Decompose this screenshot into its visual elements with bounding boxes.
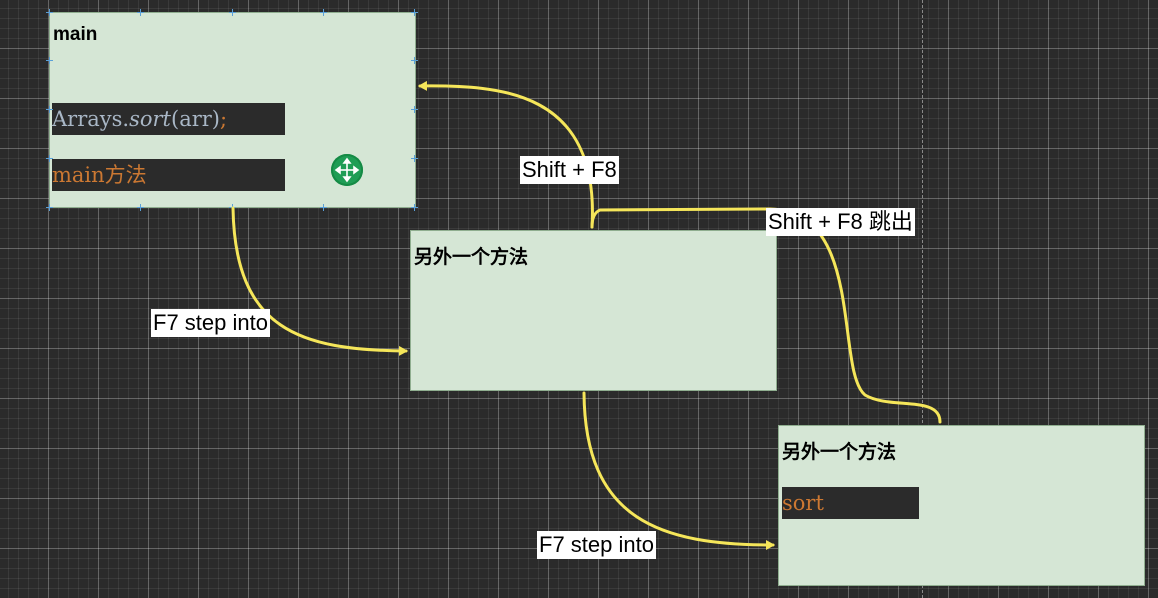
selection-handle[interactable] — [411, 57, 418, 64]
main-method-highlight: main方法 — [52, 159, 285, 191]
arrow-shift-f8-out — [590, 207, 942, 424]
selection-handle[interactable] — [46, 9, 53, 16]
code-class: Arrays. — [52, 107, 130, 131]
selection-handle[interactable] — [411, 204, 418, 211]
vertical-guide-line — [922, 0, 923, 598]
selection-handle[interactable] — [320, 9, 327, 16]
other-method-box[interactable]: 另外一个方法 — [410, 230, 777, 391]
code-line: Arrays.sort(arr); — [52, 103, 285, 135]
code-method: sort — [129, 107, 171, 131]
sort-box-title: 另外一个方法 — [782, 442, 897, 463]
selection-handle[interactable] — [46, 57, 53, 64]
label-shift-f8-out: Shift + F8 跳出 — [766, 208, 915, 236]
selection-handle[interactable] — [46, 155, 53, 162]
label-f7-into-2: F7 step into — [537, 531, 656, 559]
sort-highlight: sort — [782, 487, 919, 519]
other-method-title: 另外一个方法 — [414, 247, 529, 268]
arrow-f7-into-1 — [231, 206, 408, 356]
move-icon[interactable] — [331, 154, 363, 186]
main-box-title: main — [53, 24, 98, 45]
selection-handle[interactable] — [229, 9, 236, 16]
label-f7-into-1: F7 step into — [151, 309, 270, 337]
move-arrows-icon — [334, 157, 360, 183]
selection-handle[interactable] — [411, 9, 418, 16]
selection-handle[interactable] — [137, 9, 144, 16]
selection-handle[interactable] — [137, 204, 144, 211]
sort-box[interactable]: 另外一个方法 sort — [778, 425, 1145, 586]
selection-handle[interactable] — [46, 204, 53, 211]
code-semicolon: ; — [219, 107, 228, 131]
selection-handle[interactable] — [411, 106, 418, 113]
selection-handle[interactable] — [320, 204, 327, 211]
selection-handle[interactable] — [411, 155, 418, 162]
arrow-f7-into-2 — [582, 391, 775, 550]
code-args: (arr) — [171, 107, 220, 131]
label-shift-f8: Shift + F8 — [520, 156, 619, 184]
selection-handle[interactable] — [46, 106, 53, 113]
